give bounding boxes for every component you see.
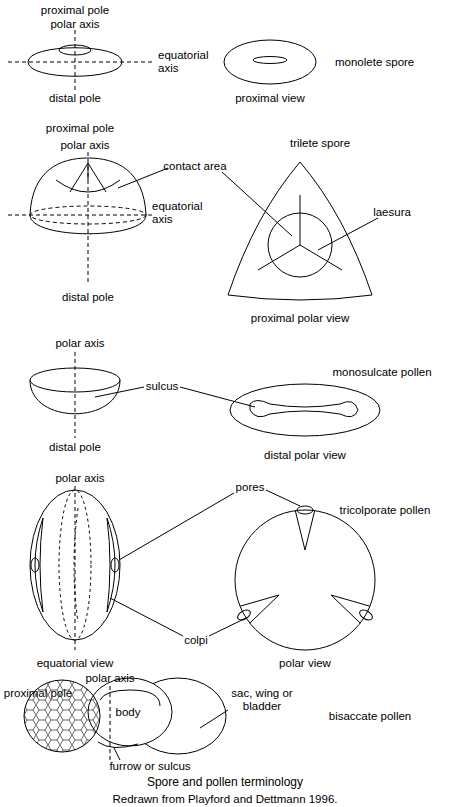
trilete-spore-polar [228, 162, 372, 300]
part-label: laesura [373, 206, 411, 219]
part-label: monolete spore [335, 56, 414, 69]
monosulcate-pollen-polar [250, 401, 358, 417]
part-label: distal pole [49, 441, 101, 454]
leader-lines [209, 618, 246, 636]
leader-lines [222, 172, 292, 236]
leader-lines [180, 387, 255, 407]
monolete-spore-side [59, 45, 91, 55]
monolete-spore-proximal [224, 40, 316, 84]
illustration [8, 30, 380, 760]
leader-lines [266, 490, 300, 506]
monosulcate-pollen-side [75, 352, 76, 438]
part-label: proximal polar view [251, 312, 349, 325]
part-label: proximal view [235, 92, 305, 105]
tricolporate-pollen-equatorial [111, 558, 119, 572]
monosulcate-pollen-polar [230, 384, 380, 436]
leader-lines [118, 168, 168, 188]
part-label: sac, wing or bladder [228, 687, 296, 713]
trilete-spore-side [70, 163, 106, 192]
tricolporate-pollen-equatorial [30, 486, 120, 650]
tricolporate-pollen-polar [358, 608, 374, 622]
monosulcate-pollen-side [30, 368, 120, 392]
part-label: proximal pole [41, 4, 109, 17]
part-label: polar axis [55, 337, 104, 350]
part-label: polar view [279, 657, 331, 670]
part-label: pores [236, 481, 265, 494]
bisaccate-pollen [200, 710, 228, 728]
tricolporate-pollen-polar [236, 608, 252, 622]
bisaccate-pollen [100, 690, 160, 706]
monolete-spore-proximal [253, 57, 287, 64]
tricolporate-pollen-equatorial [74, 508, 78, 622]
monolete-spore-side [75, 30, 76, 90]
part-label: polar axis [50, 18, 99, 31]
monolete-spore-proximal [224, 40, 316, 84]
part-label: monosulcate pollen [332, 366, 431, 379]
tricolporate-pollen-polar [235, 510, 375, 650]
part-label: trilete spore [290, 137, 350, 150]
part-label: furrow or sulcus [109, 760, 190, 773]
trilete-spore-polar [258, 195, 342, 270]
tricolporate-pollen-equatorial [59, 490, 91, 640]
leader-lines [110, 598, 183, 636]
monosulcate-pollen-polar [230, 384, 380, 436]
part-label: polar axis [60, 139, 109, 152]
leader-lines [118, 168, 378, 250]
part-label: contact area [163, 160, 226, 173]
leader-lines [119, 493, 234, 560]
bisaccate-pollen [88, 678, 172, 746]
part-label: colpi [184, 634, 208, 647]
caption-text: Spore and pollen terminology [147, 776, 303, 789]
leader-lines [110, 490, 300, 636]
tricolporate-pollen-polar [295, 511, 314, 550]
trilete-spore-polar [228, 162, 372, 300]
bisaccate-pollen [110, 686, 111, 760]
trilete-spore-side [30, 206, 146, 224]
part-label: distal pole [49, 92, 101, 105]
trilete-spore-side [8, 152, 152, 285]
monolete-spore-side [8, 30, 155, 90]
part-label: polar axis [85, 672, 134, 685]
part-label: distal pole [62, 291, 114, 304]
part-label: polar axis [55, 472, 104, 485]
part-label: body [116, 706, 141, 719]
part-label: equatorial view [37, 657, 114, 670]
part-label: proximal pole [46, 122, 114, 135]
bisaccate-pollen [114, 748, 120, 760]
part-label: equatorial axis [152, 200, 210, 226]
part-label: equatorial axis [158, 49, 216, 75]
part-label: Redrawn from Playford and Dettmann 1996. [112, 793, 337, 806]
leader-lines [318, 218, 378, 250]
part-label: distal polar view [264, 449, 346, 462]
tricolporate-pollen-equatorial [75, 486, 76, 650]
part-label: sulcus [146, 380, 179, 393]
tricolporate-pollen-polar [297, 506, 313, 514]
tricolporate-pollen-equatorial [31, 558, 39, 572]
bisaccate-pollen [98, 742, 138, 748]
leader-lines [95, 387, 144, 397]
monolete-spore-side [8, 62, 155, 63]
trilete-spore-side [30, 158, 146, 234]
monosulcate-pollen-side [30, 380, 120, 414]
tricolporate-pollen-equatorial [30, 490, 120, 640]
part-label: proximal pole [4, 687, 72, 700]
trilete-spore-side [56, 180, 120, 192]
tricolporate-pollen-polar [235, 506, 375, 650]
monolete-spore-side [28, 48, 122, 77]
part-label: bisaccate pollen [329, 710, 411, 723]
part-label: tricolporate pollen [340, 504, 431, 517]
